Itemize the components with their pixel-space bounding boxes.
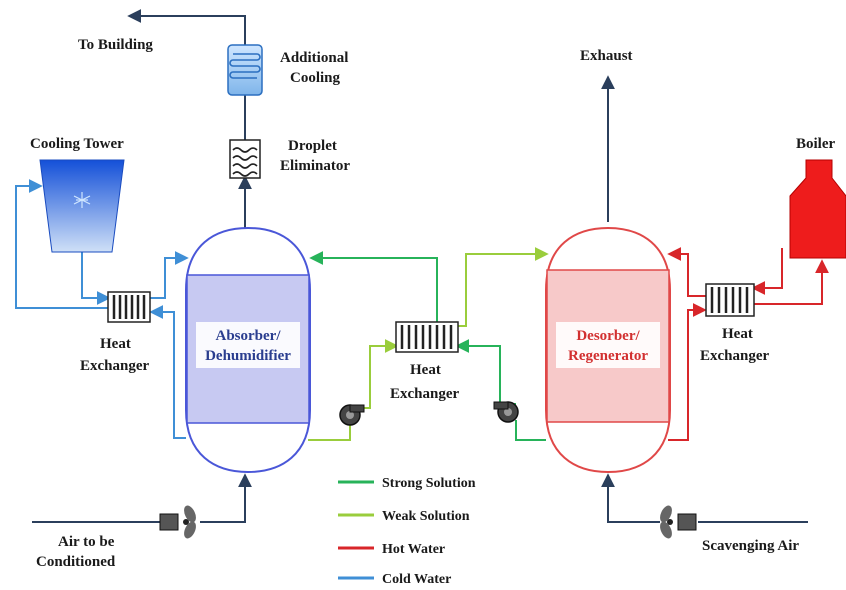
cooling-tower-icon bbox=[39, 159, 125, 253]
absorber-label-1: Absorber/ bbox=[216, 328, 282, 344]
heat-exchanger-left-label-2: Exchanger bbox=[80, 358, 150, 374]
droplet-eliminator-icon bbox=[229, 139, 261, 179]
fan-right-icon bbox=[660, 505, 697, 539]
heat-exchanger-center-label-2: Exchanger bbox=[390, 386, 460, 402]
air-in-label-1: Air to be bbox=[58, 534, 115, 550]
to-building-label: To Building bbox=[78, 37, 153, 53]
desorber-label-2: Regenerator bbox=[568, 348, 648, 364]
air-flow-lines bbox=[32, 9, 808, 523]
legend-weak-solution: Weak Solution bbox=[382, 509, 470, 524]
boiler-icon bbox=[789, 159, 846, 259]
legend-strong-solution: Strong Solution bbox=[382, 476, 476, 491]
absorber-label-box bbox=[196, 322, 300, 368]
fan-left-icon bbox=[159, 505, 196, 539]
additional-cooling-label-2: Cooling bbox=[290, 70, 341, 86]
absorber-vessel: Absorber/ Dehumidifier bbox=[185, 226, 311, 474]
to-building-line bbox=[127, 9, 246, 45]
droplet-eliminator-label-2: Eliminator bbox=[280, 158, 350, 174]
air-to-absorber-line bbox=[200, 473, 252, 523]
desorber-label-1: Desorber/ bbox=[576, 328, 640, 344]
exhaust-label: Exhaust bbox=[580, 48, 633, 64]
scavenging-air-label: Scavenging Air bbox=[702, 538, 799, 554]
legend: Strong Solution Weak Solution Hot Water … bbox=[338, 476, 476, 587]
heat-exchanger-center-icon bbox=[395, 321, 459, 353]
heat-exchanger-center-label-1: Heat bbox=[410, 362, 441, 378]
pump-left-icon bbox=[339, 404, 365, 426]
additional-cooling-icon bbox=[227, 44, 263, 96]
scav-to-desorber-line bbox=[601, 473, 660, 523]
hot-water-lines bbox=[667, 247, 829, 441]
heat-exchanger-left-icon bbox=[107, 291, 151, 323]
cold-water-lines bbox=[15, 179, 189, 439]
droplet-eliminator-label-1: Droplet bbox=[288, 138, 337, 154]
cooling-tower-label: Cooling Tower bbox=[30, 136, 124, 152]
boiler-label: Boiler bbox=[796, 136, 835, 152]
legend-cold-water: Cold Water bbox=[382, 572, 451, 587]
additional-cooling-label-1: Additional bbox=[280, 50, 348, 66]
air-in-label-2: Conditioned bbox=[36, 554, 116, 570]
desorber-vessel: Desorber/ Regenerator bbox=[545, 226, 671, 474]
legend-hot-water: Hot Water bbox=[382, 542, 445, 557]
heat-exchanger-right-label-2: Exchanger bbox=[700, 348, 770, 364]
heat-exchanger-right-label-1: Heat bbox=[722, 326, 753, 342]
heat-exchanger-right-icon bbox=[705, 283, 755, 317]
heat-exchanger-left-label-1: Heat bbox=[100, 336, 131, 352]
absorber-label-2: Dehumidifier bbox=[205, 348, 291, 364]
pump-right-icon bbox=[493, 401, 519, 423]
desorber-label-box bbox=[556, 322, 660, 368]
